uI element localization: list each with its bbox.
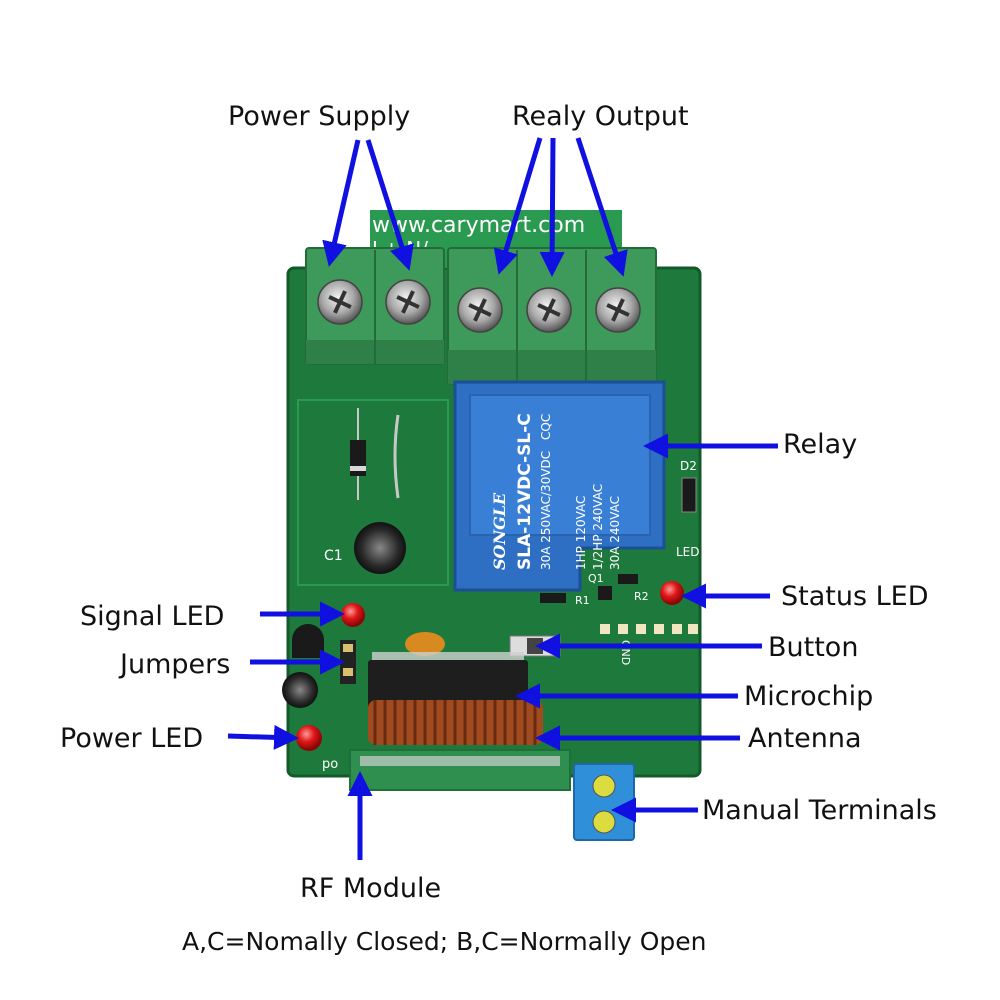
antenna-coil — [368, 700, 543, 745]
silk-s1pu: S1PU — [368, 797, 431, 827]
diode-component — [350, 408, 400, 500]
relay-rating-1: 30A 250VAC/30VDC — [539, 451, 553, 570]
resistor-r1 — [540, 593, 566, 603]
transistor-ref: Q1 — [588, 572, 604, 585]
label-rf-module: RF Module — [300, 873, 442, 904]
arrow-power-supply-right — [365, 139, 414, 271]
label-relay-output: Realy Output — [512, 101, 689, 132]
label-microchip: Microchip — [744, 681, 874, 712]
jumpers-header — [340, 640, 356, 684]
arrow-relay-output-middle — [539, 137, 565, 277]
label-power-led: Power LED — [60, 723, 204, 754]
power-supply-terminal-block — [305, 247, 445, 365]
diode-ref: D2 — [680, 459, 697, 473]
rf-module — [349, 749, 571, 791]
arrow-power-led — [227, 724, 299, 750]
arrow-relay-output-left — [493, 137, 543, 275]
label-status-led: Status LED — [781, 581, 929, 612]
label-signal-led: Signal LED — [80, 601, 225, 632]
diode-d2: D2 — [680, 459, 697, 513]
pad-row — [600, 624, 698, 634]
resistor-ref-1: R1 — [575, 594, 590, 607]
label-power-supply: Power Supply — [228, 101, 411, 132]
capacitor-small — [282, 672, 318, 708]
capacitor-ref: C1 — [324, 548, 343, 564]
signal-led — [341, 603, 365, 627]
ceramic-capacitor — [405, 632, 445, 656]
relay-cert: CQC — [539, 414, 553, 440]
capacitor-c1: C1 — [324, 522, 406, 574]
label-jumpers: Jumpers — [120, 649, 231, 680]
transistor-q1 — [598, 586, 612, 600]
label-button: Button — [768, 632, 859, 663]
status-led — [660, 581, 684, 605]
resistor-r2 — [618, 574, 638, 584]
silk-po: po — [322, 757, 338, 772]
power-led — [296, 725, 322, 751]
silk-one: 1 — [546, 811, 559, 835]
label-manual-terminals: Manual Terminals — [702, 795, 937, 826]
manual-terminal-block — [573, 763, 635, 841]
label-relay: Relay — [783, 429, 858, 460]
relay-rating-2: 1HP 120VAC — [574, 496, 588, 570]
relay-model: SLA-12VDC-SL-C — [515, 413, 535, 570]
resistor-ref-2: R2 — [634, 590, 649, 603]
caption-contact-legend: A,C=Nomally Closed; B,C=Normally Open — [182, 927, 707, 956]
relay-output-terminal-block — [447, 247, 657, 385]
label-antenna: Antenna — [748, 723, 862, 754]
relay-component: SONGLE SLA-12VDC-SL-C 30A 250VAC/30VDC 1… — [453, 380, 666, 592]
arrow-relay-output-right — [575, 137, 628, 277]
relay-rating-3: 1/2HP 240VAC — [591, 484, 605, 570]
relay-rating-4: 30A 240VAC — [608, 496, 622, 570]
arrow-power-supply-left — [322, 139, 361, 267]
transistor-left — [292, 624, 324, 658]
relay-brand: SONGLE — [490, 492, 509, 570]
led-marking: LED — [676, 545, 700, 559]
board-url: www.carymart.com — [372, 213, 585, 238]
